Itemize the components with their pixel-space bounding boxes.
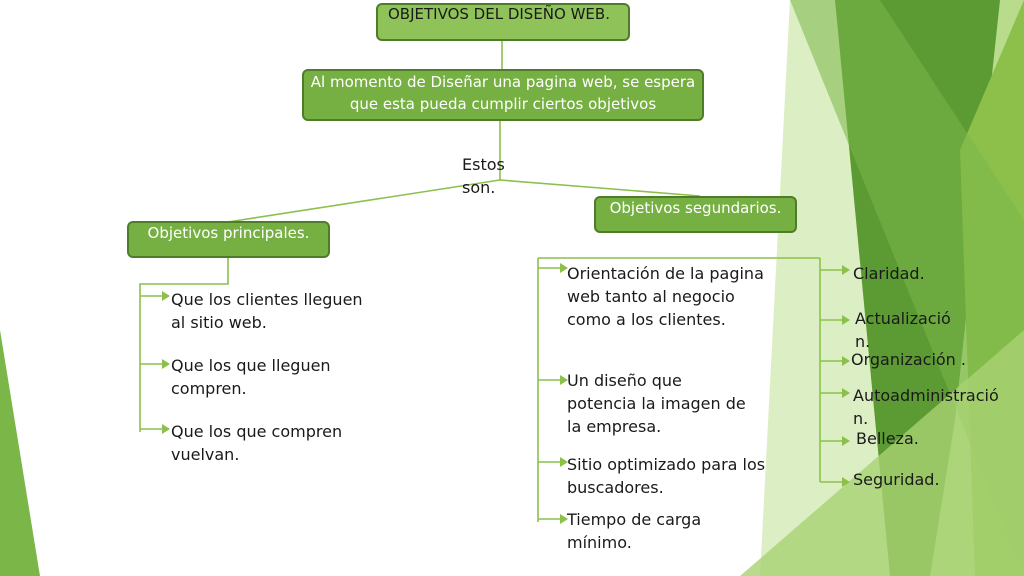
arrowhead-secondary-1 (560, 263, 568, 273)
arrowhead-secondary-3 (560, 457, 568, 467)
primary-item-1: Que los clientes lleguen al sitio web. (171, 290, 363, 332)
quality-item-1: Claridad. (853, 264, 925, 283)
quality-item-6: Seguridad. (853, 470, 940, 489)
quality-item-2: Actualizació n. (855, 309, 951, 351)
secondary-header-box: Objetivos segundarios. (594, 196, 797, 233)
quality-item-4: Autoadministració n. (853, 386, 999, 428)
line-connector-primary (227, 179, 501, 223)
arrowhead-quality-4 (842, 388, 850, 398)
quality-item-3: Organización . (851, 350, 966, 369)
arrowhead-quality-2 (842, 315, 850, 325)
secondary-item-2: Un diseño que potencia la imagen de la e… (567, 371, 746, 436)
line-connector-secondary (499, 179, 701, 197)
title-box: OBJETIVOS DEL DISEÑO WEB. (376, 3, 630, 41)
arrowhead-quality-5 (842, 436, 850, 446)
arrowhead-quality-6 (842, 477, 850, 487)
secondary-item-3: Sitio optimizado para los buscadores. (567, 455, 766, 497)
arrowhead-primary-1 (162, 291, 170, 301)
connector-label: Estos son. (462, 155, 505, 197)
arrowhead-primary-2 (162, 359, 170, 369)
arrowhead-secondary-4 (560, 514, 568, 524)
arrowhead-quality-1 (842, 265, 850, 275)
primary-item-3: Que los que compren vuelvan. (171, 422, 343, 464)
deco-bottom-swoosh (740, 330, 1024, 576)
line-primary-trunk (139, 258, 229, 432)
arrowhead-quality-3 (842, 356, 850, 366)
primary-header-box: Objetivos principales. (127, 221, 330, 258)
primary-item-2: Que los que lleguen compren. (171, 356, 331, 398)
arrowhead-primary-3 (162, 424, 170, 434)
arrowhead-secondary-2 (560, 375, 568, 385)
intro-box: Al momento de Diseñar una pagina web, se… (302, 69, 704, 121)
quality-item-5: Belleza. (856, 429, 919, 448)
secondary-item-1: Orientación de la pagina web tanto al ne… (567, 264, 764, 329)
deco-left-sliver (0, 330, 40, 576)
secondary-item-4: Tiempo de carga mínimo. (567, 510, 702, 552)
